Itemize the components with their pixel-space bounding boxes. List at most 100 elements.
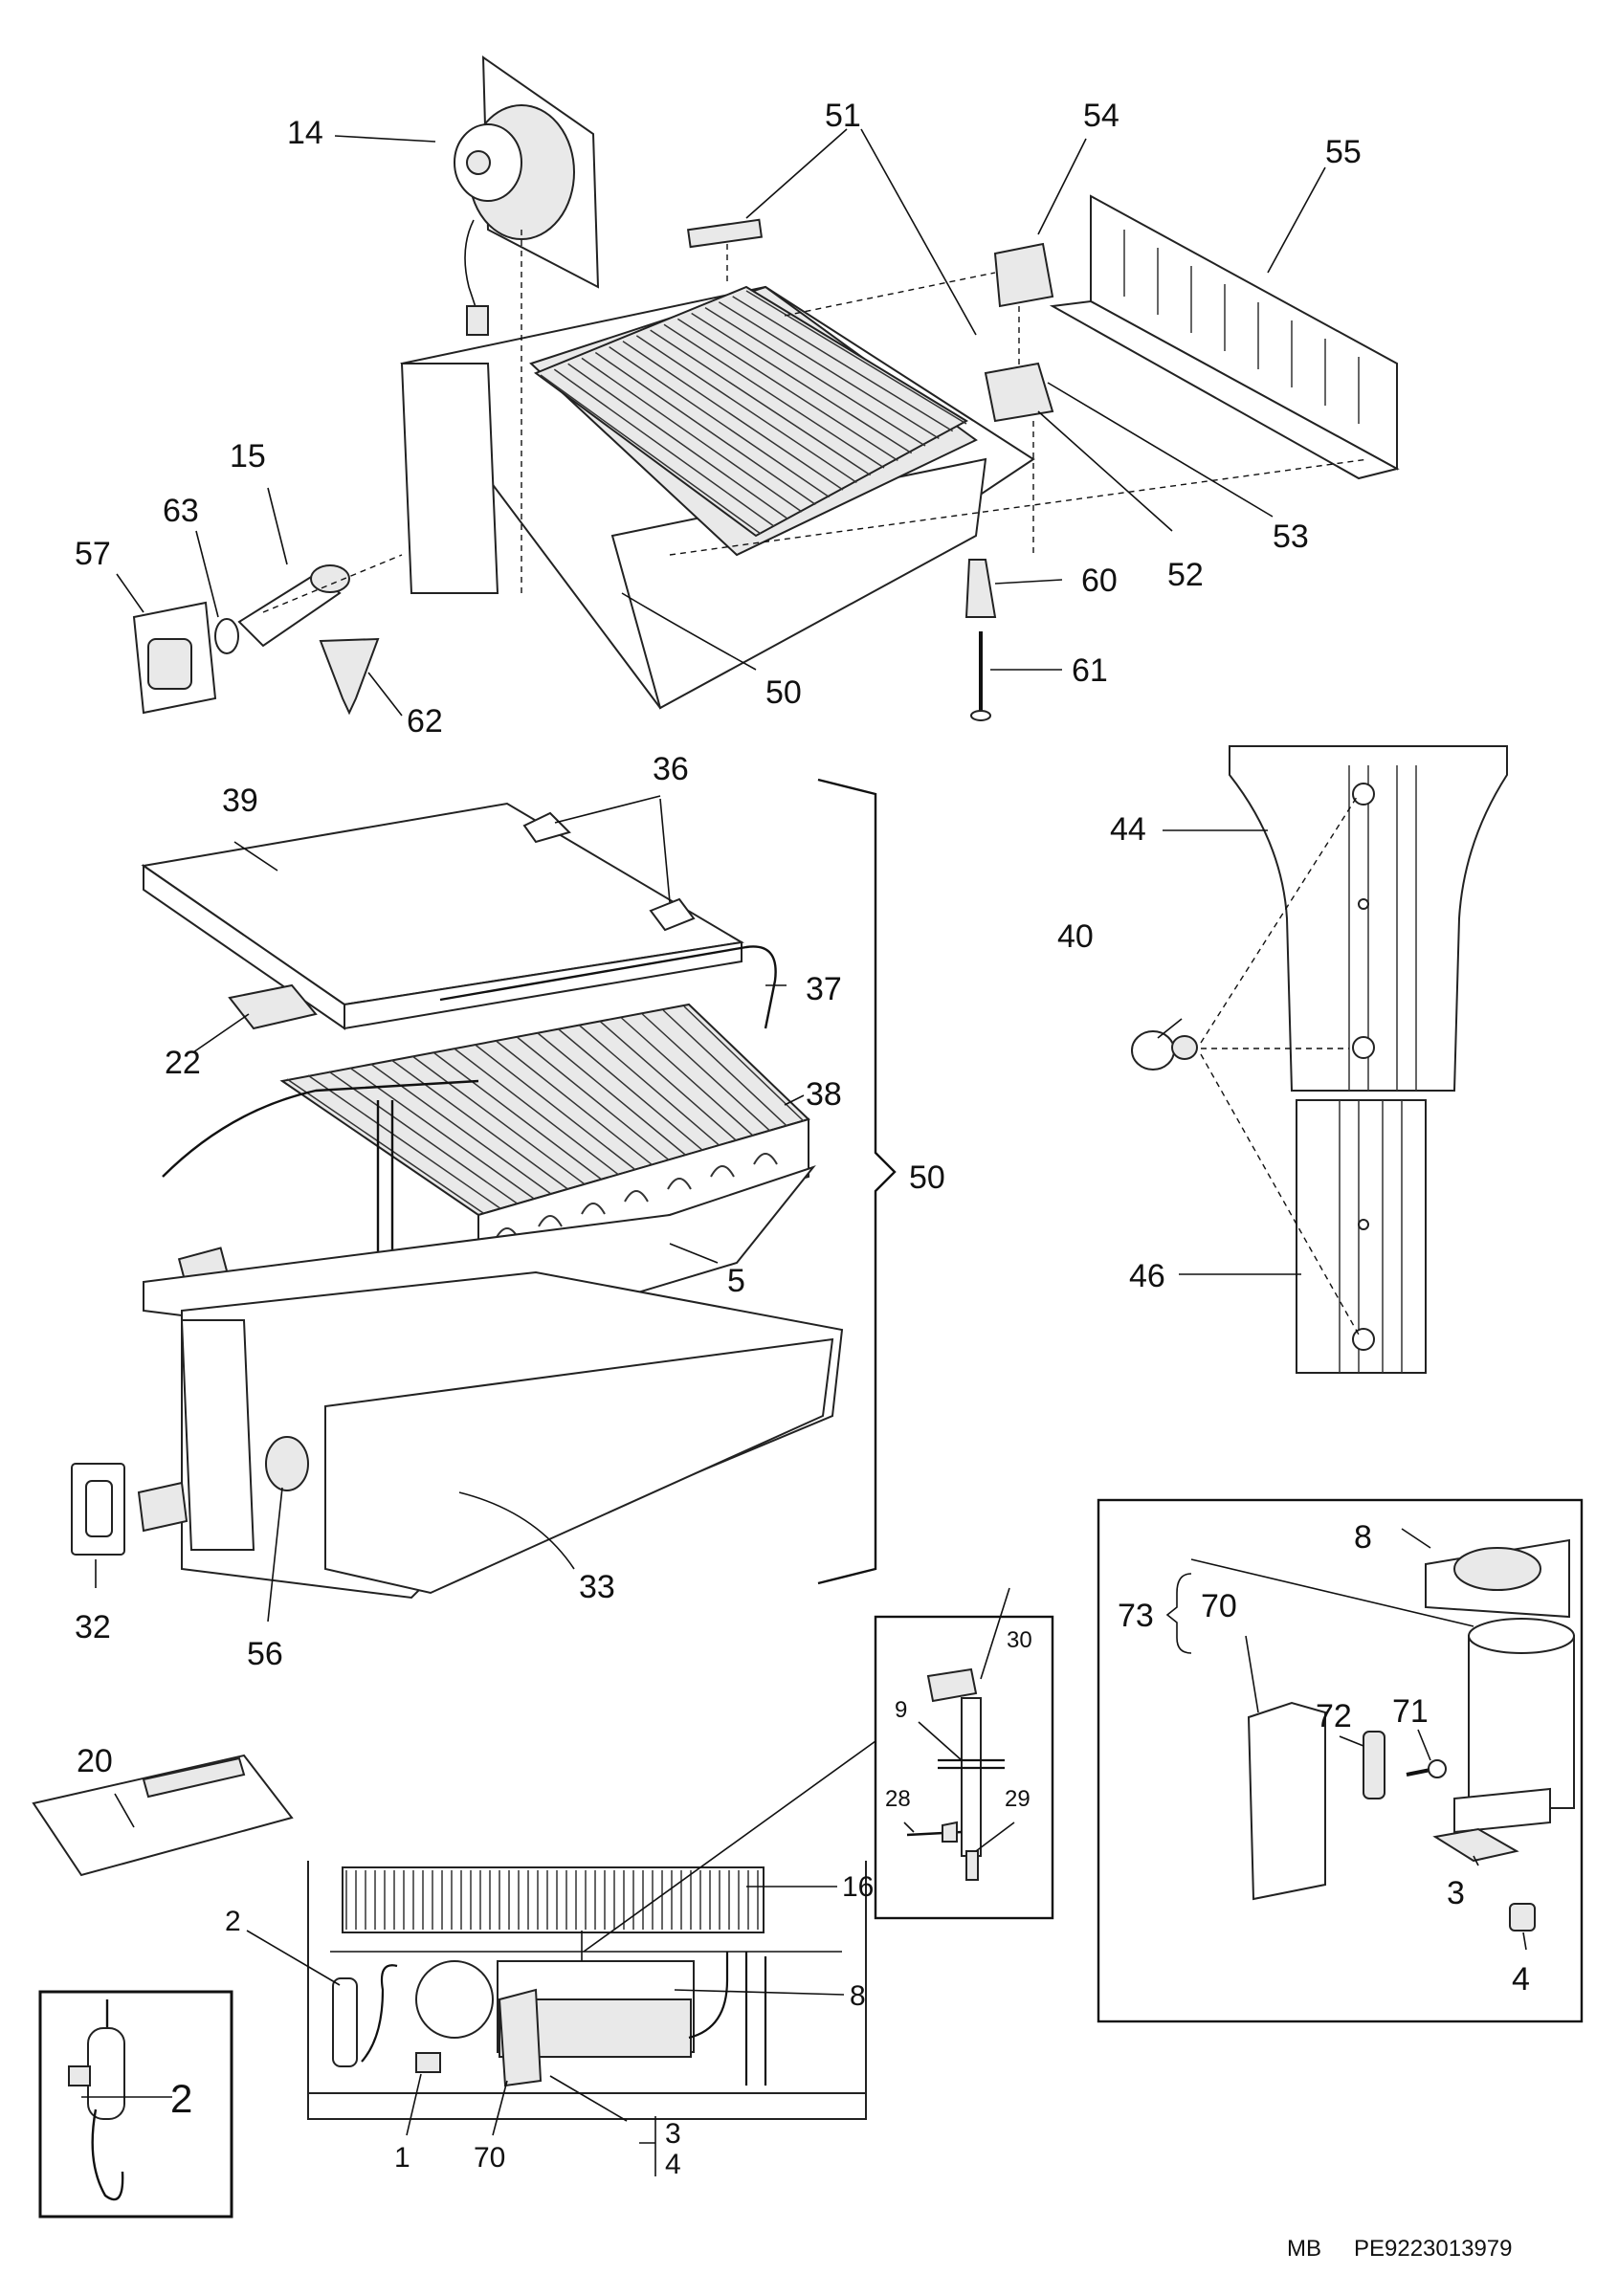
callout-2-bottom: 2: [225, 1906, 241, 1937]
clip-part-72: [1363, 1731, 1385, 1799]
screw-part-71: [1406, 1759, 1447, 1778]
callout-36: 36: [653, 751, 689, 787]
bracket-part-22: [228, 983, 318, 1030]
fin-line: [622, 341, 844, 491]
dryer-inset: [38, 1990, 233, 2219]
fin-line: [307, 1074, 501, 1209]
callout-60: 60: [1081, 563, 1118, 599]
fin-line: [600, 1021, 737, 1141]
callout-8-bottom: 8: [850, 1980, 866, 2012]
fin-line: [635, 335, 857, 483]
callout-15: 15: [230, 438, 266, 475]
valve-body: [961, 1697, 982, 1857]
return-bend: [710, 1165, 735, 1178]
fin-line: [662, 1009, 787, 1127]
callout-16: 16: [842, 1871, 874, 1903]
callout-72: 72: [1316, 1698, 1352, 1734]
compressor-part-8: [1468, 1635, 1575, 1809]
fin-line: [732, 296, 954, 432]
return-bend: [753, 1153, 778, 1165]
fin-line: [620, 1017, 754, 1137]
air-channel-parts: [1131, 745, 1508, 1374]
top-assembly: [132, 55, 1400, 721]
fin-line: [691, 312, 913, 454]
footer-part-number: PE9223013979: [1354, 2236, 1513, 2262]
clip-part-62: [319, 637, 380, 716]
return-bend: [538, 1215, 563, 1227]
fin-line: [745, 290, 967, 425]
fin-line: [537, 1032, 687, 1156]
bracket-slots: [1123, 230, 1360, 424]
fin-line: [581, 357, 803, 513]
callout-38: 38: [806, 1076, 842, 1113]
return-bend: [624, 1190, 649, 1203]
fin-line: [663, 323, 885, 469]
callout-62: 62: [407, 703, 443, 740]
callout-8-detail: 8: [1354, 1519, 1372, 1556]
callout-61: 61: [1072, 652, 1108, 689]
callout-4-bottom: 4: [665, 2149, 681, 2180]
manual-part-20: [32, 1754, 294, 1877]
bracket-part-3: [1432, 1827, 1519, 1863]
cabinet-bottom-view: [307, 1740, 876, 2120]
group-brace-50: [817, 778, 897, 1585]
callout-5: 5: [727, 1263, 745, 1299]
fan-shroud: [415, 1960, 494, 2039]
fin-line: [495, 1040, 653, 1166]
callout-3-bottom: 3: [665, 2118, 681, 2150]
callout-22: 22: [165, 1045, 201, 1081]
callout-1: 1: [394, 2142, 410, 2174]
fin-line: [553, 368, 775, 527]
callout-37: 37: [806, 971, 842, 1007]
callout-28: 28: [885, 1786, 911, 1812]
return-bend: [581, 1203, 606, 1215]
fin-line: [718, 301, 940, 439]
callout-71: 71: [1392, 1693, 1429, 1730]
callout-70-bottom: 70: [474, 2142, 505, 2174]
valve-detail: [874, 1615, 1054, 1920]
callout-20: 20: [77, 1743, 113, 1779]
fin-line: [683, 1005, 805, 1122]
callout-14: 14: [287, 115, 323, 151]
part-54-block: [993, 242, 1054, 308]
fin-line: [704, 306, 926, 447]
fin-line: [641, 1013, 771, 1132]
callout-52: 52: [1167, 557, 1204, 593]
valve-detail-frame: [874, 1615, 1054, 1920]
fin-line: [349, 1067, 535, 1200]
callout-50-mid: 50: [909, 1159, 945, 1196]
dryer-part-2: [332, 1977, 358, 2067]
fin-line: [390, 1059, 568, 1190]
clip-part-36a: [522, 811, 571, 844]
fin-line: [328, 1071, 518, 1204]
callout-labels: 14 51 54 55 15 63 57 53 52 60 50 61 62 3…: [75, 98, 1530, 2180]
part-51-strip: [686, 218, 764, 249]
compressor-detail-frame: [1097, 1498, 1584, 2023]
condenser-fins: [345, 1870, 759, 1930]
plug-part-60: [964, 559, 997, 618]
grommet-part-4: [1509, 1903, 1536, 1932]
callout-57: 57: [75, 536, 111, 572]
fin-line: [579, 1025, 720, 1146]
return-bend: [667, 1178, 692, 1190]
fin-line: [540, 374, 762, 535]
fin-line: [475, 1044, 636, 1171]
callout-70-detail: 70: [1201, 1588, 1237, 1624]
fin-line: [516, 1036, 670, 1161]
callout-33: 33: [579, 1569, 615, 1605]
callout-54: 54: [1083, 98, 1119, 134]
fin-line: [676, 318, 898, 461]
bushing-part-56: [265, 1436, 309, 1491]
callout-51: 51: [825, 98, 861, 134]
callout-4-detail: 4: [1512, 1961, 1530, 1998]
fastener-part-40: [1131, 1030, 1175, 1071]
callout-44: 44: [1110, 811, 1146, 848]
brace-73: [1165, 1573, 1192, 1654]
duct-part-15: [237, 564, 350, 648]
fin-line: [650, 329, 872, 476]
fin-line: [454, 1048, 619, 1176]
evaporator-assembly: [71, 778, 897, 1600]
dryer-inset-frame: [38, 1990, 233, 2219]
callout-50-top: 50: [765, 674, 802, 711]
callout-46: 46: [1129, 1258, 1165, 1294]
